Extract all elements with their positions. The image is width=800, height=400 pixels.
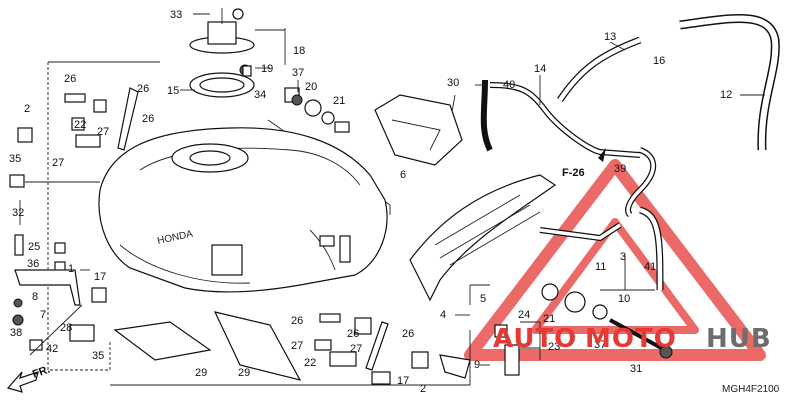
drawing-code: MGH4F2100: [722, 384, 780, 395]
callout-21b: 21: [543, 313, 555, 325]
callout-19: 19: [261, 63, 273, 75]
callout-9: 9: [474, 359, 480, 371]
callout-3: 3: [620, 251, 626, 263]
callout-17b: 17: [397, 375, 409, 387]
figure-ref-arrow-icon: [598, 148, 606, 162]
callout-4: 4: [440, 309, 446, 321]
callout-27b: 27: [97, 126, 109, 138]
callout-35: 35: [9, 153, 21, 165]
callout-32: 32: [12, 207, 24, 219]
callout-28: 28: [60, 322, 72, 334]
watermark-text: AUTO MOTO HUB: [493, 324, 772, 354]
callout-11: 11: [595, 261, 606, 273]
callout-31: 31: [630, 363, 642, 375]
callout-30: 30: [447, 77, 459, 89]
callout-37b: 37: [594, 339, 606, 351]
forward-label: FR.: [31, 363, 52, 380]
small-parts: [9, 65, 350, 351]
tank-side-cover: [409, 174, 557, 302]
figure-reference: F-26: [562, 167, 585, 179]
callout-39: 39: [614, 163, 626, 175]
callout-33: 33: [170, 9, 182, 21]
callout-36: 36: [27, 258, 39, 270]
watermark-logo: [464, 159, 766, 361]
callout-27d: 27: [350, 343, 362, 355]
callout-7: 7: [40, 309, 46, 321]
forward-arrow-icon: FR.: [6, 363, 52, 393]
callout-38: 38: [10, 327, 22, 339]
callout-26c: 26: [142, 113, 154, 125]
lower-parts: [113, 283, 673, 385]
callout-12: 12: [720, 89, 732, 101]
callout-18: 18: [293, 45, 305, 57]
callout-22: 22: [74, 119, 86, 131]
callout-26b: 26: [137, 83, 149, 95]
callout-26e: 26: [347, 328, 359, 340]
leader-lines: [19, 13, 765, 366]
callout-26d: 26: [291, 315, 303, 327]
callout-29b: 29: [238, 367, 250, 379]
callout-13: 13: [604, 31, 616, 43]
callout-40: 40: [503, 79, 515, 91]
callout-26: 26: [64, 73, 76, 85]
callout-5: 5: [480, 293, 486, 305]
watermark-hub: HUB: [706, 324, 772, 354]
callout-22b: 22: [304, 357, 316, 369]
callout-labels: 1 2 2 3 4 5 6 7 8 9 10 11 12 13 14 15 16…: [9, 9, 732, 395]
callout-8: 8: [32, 291, 38, 303]
evap-canister: [374, 94, 463, 166]
callout-41: 41: [644, 261, 656, 273]
callout-34: 34: [254, 89, 266, 101]
callout-35b: 35: [92, 350, 104, 362]
callout-15: 15: [167, 85, 179, 97]
callout-26f: 26: [402, 328, 414, 340]
fuel-tank: HONDA: [98, 127, 388, 293]
callout-27: 27: [52, 157, 64, 169]
watermark-auto: AUTO: [493, 324, 577, 354]
callout-2b: 2: [420, 383, 426, 395]
hoses: [480, 14, 780, 291]
callout-23: 23: [548, 341, 560, 353]
callout-29: 29: [195, 367, 207, 379]
callout-42: 42: [46, 343, 58, 355]
callout-6: 6: [400, 169, 406, 181]
callout-25: 25: [28, 241, 40, 253]
callout-24: 24: [518, 309, 530, 321]
watermark-moto: MOTO: [585, 324, 677, 354]
callout-10: 10: [618, 293, 630, 305]
callout-20: 20: [305, 81, 317, 93]
callout-27c: 27: [291, 340, 303, 352]
callout-21: 21: [333, 95, 345, 107]
fuel-pump-assembly: [189, 8, 255, 98]
callout-14: 14: [534, 63, 546, 75]
callout-16: 16: [653, 55, 665, 67]
callout-2: 2: [24, 103, 30, 115]
callout-1: 1: [68, 263, 74, 275]
callout-37: 37: [292, 67, 304, 79]
callout-17: 17: [94, 271, 106, 283]
